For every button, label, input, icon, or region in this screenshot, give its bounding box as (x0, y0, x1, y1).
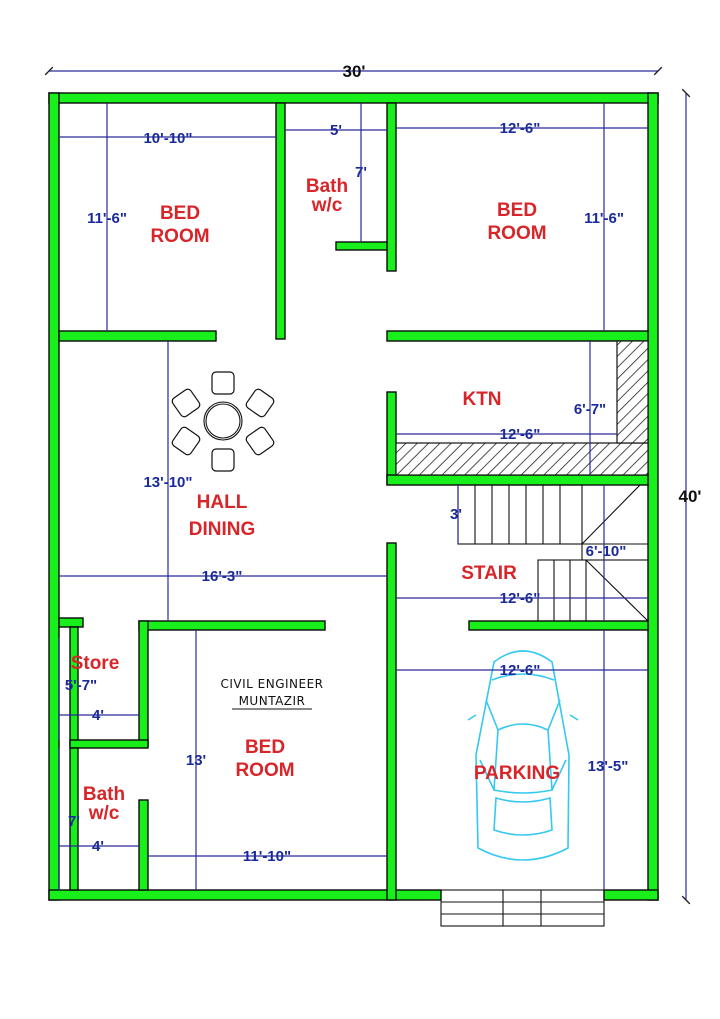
wall-bed-tr-bottom (386, 330, 649, 342)
wall-store-bottom (69, 739, 149, 749)
walls (48, 92, 659, 901)
room-label-store: Store (71, 653, 120, 674)
dim-bed-tl-depth: 11'-6" (87, 210, 127, 227)
outer-wall-top (48, 92, 659, 104)
entry-steps-icon (440, 889, 605, 927)
dim-parking-depth: 13'-5" (588, 758, 629, 775)
room-label-bedroom-bottom-2: ROOM (235, 760, 294, 781)
dim-store-width: 4' (92, 707, 104, 724)
wall-bed-b-top (138, 620, 326, 631)
room-label-bedroom-top-left-2: ROOM (150, 226, 209, 247)
dim-bath-b-depth: 7' (68, 813, 80, 830)
dim-hall-width: 16'-3" (202, 568, 243, 585)
dim-stair-width: 12'-6" (500, 590, 541, 607)
wall-bed-b-left-upper (138, 620, 149, 747)
dim-bed-tl-width: 10'-10" (143, 130, 192, 147)
room-label-bedroom-top-right-2: ROOM (487, 223, 546, 244)
outer-wall-bottom-right (603, 889, 659, 901)
dim-ktn-depth: 6'-7" (574, 401, 606, 418)
credit-line-1: CIVIL ENGINEER (220, 677, 323, 691)
dim-overall-depth: 40' (679, 487, 702, 506)
room-label-bedroom-bottom-1: BED (245, 737, 285, 758)
credit-line-2: MUNTAZIR (239, 694, 306, 708)
room-label-bedroom-top-right-1: BED (497, 200, 537, 221)
room-label-bedroom-top-left-1: BED (160, 203, 200, 224)
staircase-icon (457, 484, 649, 622)
dim-bed-tr-depth: 11'-6" (584, 210, 624, 227)
room-label-stair: STAIR (461, 563, 517, 584)
dimension-labels: 30' 40' 10'-10" 11'-6" 5' 7' 12'-6" 11'-… (65, 62, 702, 865)
wall-bath-stub (335, 241, 388, 251)
room-label-kitchen: KTN (462, 389, 501, 410)
room-labels: BED ROOM Bath w/c BED ROOM KTN HALL DINI… (71, 176, 560, 824)
dim-bath-top-depth: 7' (355, 164, 367, 181)
dim-bed-b-width: 11'-10" (243, 848, 291, 865)
dim-hall-depth: 13'-10" (143, 474, 192, 491)
dim-stair-step: 3' (450, 506, 462, 523)
dining-table-icon (171, 371, 275, 472)
outer-wall-right (647, 92, 659, 901)
room-label-hall-2: DINING (189, 519, 256, 540)
wall-stair-bottom (468, 620, 649, 631)
room-label-bath-bottom-1: Bath (83, 784, 125, 805)
room-label-parking: PARKING (474, 763, 560, 784)
dim-store-depth: 5'-7" (65, 677, 97, 694)
car-icon (467, 650, 579, 861)
wall-store-top (58, 617, 84, 628)
outer-wall-bottom-left (48, 889, 442, 901)
wall-bed-tl-bottom (58, 330, 217, 342)
kitchen-counter-hatch (395, 340, 649, 476)
dimension-lines (44, 66, 691, 905)
dim-ktn-width: 12'-6" (500, 426, 541, 443)
wall-bed-tl-right (275, 102, 286, 340)
dim-bath-top-width: 5' (330, 122, 342, 139)
dim-stair-depth: 6'-10" (586, 543, 627, 560)
wall-ktn-left (386, 391, 397, 485)
dim-bed-b-depth: 13' (186, 752, 206, 769)
room-label-hall-1: HALL (197, 492, 248, 513)
dim-bed-tr-width: 12'-6" (500, 120, 541, 137)
dim-bath-b-width: 4' (92, 838, 104, 855)
wall-bed-b-left-lower (138, 799, 149, 891)
dim-parking-width: 12'-6" (500, 662, 541, 679)
room-label-bath-top-1: Bath (306, 176, 348, 197)
dim-overall-width: 30' (343, 62, 366, 81)
room-label-bath-bottom-2: w/c (88, 803, 120, 824)
credit-block: CIVIL ENGINEER MUNTAZIR (220, 677, 323, 710)
outer-wall-left (48, 92, 60, 901)
wall-hall-right (386, 542, 397, 901)
wall-bath-b-left (69, 747, 79, 891)
room-label-bath-top-2: w/c (311, 195, 343, 216)
wall-ktn-bottom (386, 474, 649, 486)
wall-bath-right (386, 102, 397, 272)
